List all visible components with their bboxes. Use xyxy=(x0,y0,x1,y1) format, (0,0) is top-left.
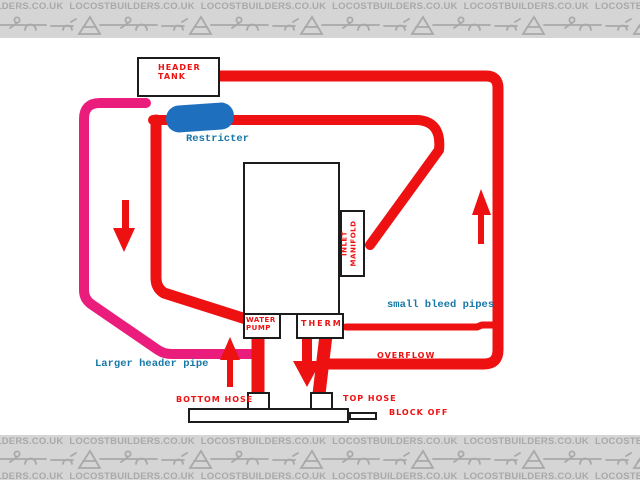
watermark-text: LOCOSTBUILDERS.CO.UK xyxy=(594,435,640,447)
watermark-text: LOCOSTBUILDERS.CO.UK xyxy=(463,435,589,447)
restricter-label: Restricter xyxy=(186,133,250,145)
left-loop-pipe xyxy=(150,114,255,326)
restricter-pipe xyxy=(148,115,445,250)
top-hose-label: TOP HOSE xyxy=(343,394,397,403)
flow-arrow-up-bottom-hose xyxy=(220,337,240,387)
watermark-text: LOCOSTBUILDERS.CO.UK xyxy=(594,1,640,12)
car-sketch-icon xyxy=(605,451,640,469)
header-tank-to-overflow-pipe xyxy=(213,70,504,370)
watermark-car-row xyxy=(0,447,640,470)
car-sketch-icon xyxy=(383,15,491,35)
header-tank-box xyxy=(137,57,220,97)
watermark-text: LOCOSTBUILDERS.CO.UK xyxy=(463,1,589,12)
watermark-text: LOCOSTBUILDERS.CO.UK xyxy=(200,470,327,480)
watermark-text: LOCOSTBUILDERS.CO.UK xyxy=(69,1,195,12)
watermark-text: LOCOSTBUILDERS.CO.UK xyxy=(463,470,589,480)
small-bleed-pipes-label: small bleed pipes xyxy=(387,299,495,311)
thermostat-bleed-pipe xyxy=(342,321,501,331)
watermark-banner-bottom: LOCOSTBUILDERS.CO.UK LOCOSTBUILDERS.CO.U… xyxy=(0,435,640,480)
header-tank-label: HEADER TANK xyxy=(158,63,201,81)
car-sketch-icon xyxy=(383,448,491,469)
car-sketch-icon xyxy=(605,18,640,35)
thermostat-box xyxy=(296,313,344,339)
top-hose-pipe xyxy=(312,328,333,401)
inlet-manifold-box xyxy=(340,210,365,277)
radiator-bottom-hose-stub xyxy=(247,392,270,410)
watermark-text: LOCOSTBUILDERS.CO.UK xyxy=(332,435,458,447)
block-off-stub xyxy=(349,412,377,420)
engine-block-box xyxy=(243,162,340,315)
radiator-box xyxy=(188,408,349,423)
diagram-canvas: HEADER TANK Restricter WATER PUMP THERM … xyxy=(0,38,640,435)
car-sketch-icon xyxy=(161,448,269,469)
bottom-hose-label: BOTTOM HOSE xyxy=(176,395,254,404)
watermark-text-row: LOCOSTBUILDERS.CO.UK LOCOSTBUILDERS.CO.U… xyxy=(0,435,640,447)
watermark-text: LOCOSTBUILDERS.CO.UK xyxy=(0,1,64,12)
watermark-text: LOCOSTBUILDERS.CO.UK xyxy=(332,1,458,12)
watermark-text-row: LOCOSTBUILDERS.CO.UK LOCOSTBUILDERS.CO.U… xyxy=(0,0,640,13)
inlet-manifold-label: INLET MANIFOLD xyxy=(340,220,358,267)
watermark-banner-top: LOCOSTBUILDERS.CO.UK LOCOSTBUILDERS.CO.U… xyxy=(0,0,640,38)
radiator-top-hose-stub xyxy=(310,392,333,410)
car-sketch-icon xyxy=(0,16,47,31)
watermark-text: LOCOSTBUILDERS.CO.UK xyxy=(332,470,458,480)
thermostat-label: THERM xyxy=(301,319,343,328)
watermark-text: LOCOSTBUILDERS.CO.UK xyxy=(69,470,195,480)
watermark-text: LOCOSTBUILDERS.CO.UK xyxy=(200,1,327,12)
car-sketch-icon xyxy=(494,448,602,469)
flow-arrow-down-thermostat xyxy=(293,338,321,387)
watermark-text: LOCOSTBUILDERS.CO.UK xyxy=(69,435,195,447)
pipes-layer xyxy=(79,70,504,401)
overflow-label: OVERFLOW xyxy=(377,351,436,360)
car-sketch-icon xyxy=(272,15,380,35)
watermark-text: LOCOSTBUILDERS.CO.UK xyxy=(594,470,640,480)
watermark-car-row xyxy=(0,13,640,37)
watermark-text: LOCOSTBUILDERS.CO.UK xyxy=(200,435,327,447)
restricter-blob xyxy=(166,102,235,133)
watermark-text: LOCOSTBUILDERS.CO.UK xyxy=(0,435,64,447)
water-pump-label: WATER PUMP xyxy=(246,316,276,332)
car-sketch-icon xyxy=(50,448,158,469)
block-off-label: BLOCK OFF xyxy=(389,408,449,417)
watermark-text-row: LOCOSTBUILDERS.CO.UK LOCOSTBUILDERS.CO.U… xyxy=(0,470,640,480)
watermark-text: LOCOSTBUILDERS.CO.UK xyxy=(0,470,64,480)
car-sketch-icon xyxy=(494,15,602,35)
water-pump-box xyxy=(243,313,281,339)
flow-arrow-up-right xyxy=(472,189,491,244)
car-sketch-icon xyxy=(50,15,158,35)
larger-header-pipe-label: Larger header pipe xyxy=(95,358,209,370)
car-sketch-icon xyxy=(272,448,380,469)
car-sketch-icon xyxy=(161,15,269,35)
larger-header-pipe xyxy=(79,98,261,359)
flow-arrow-down-left xyxy=(113,200,135,252)
car-sketch-icon xyxy=(0,450,47,465)
